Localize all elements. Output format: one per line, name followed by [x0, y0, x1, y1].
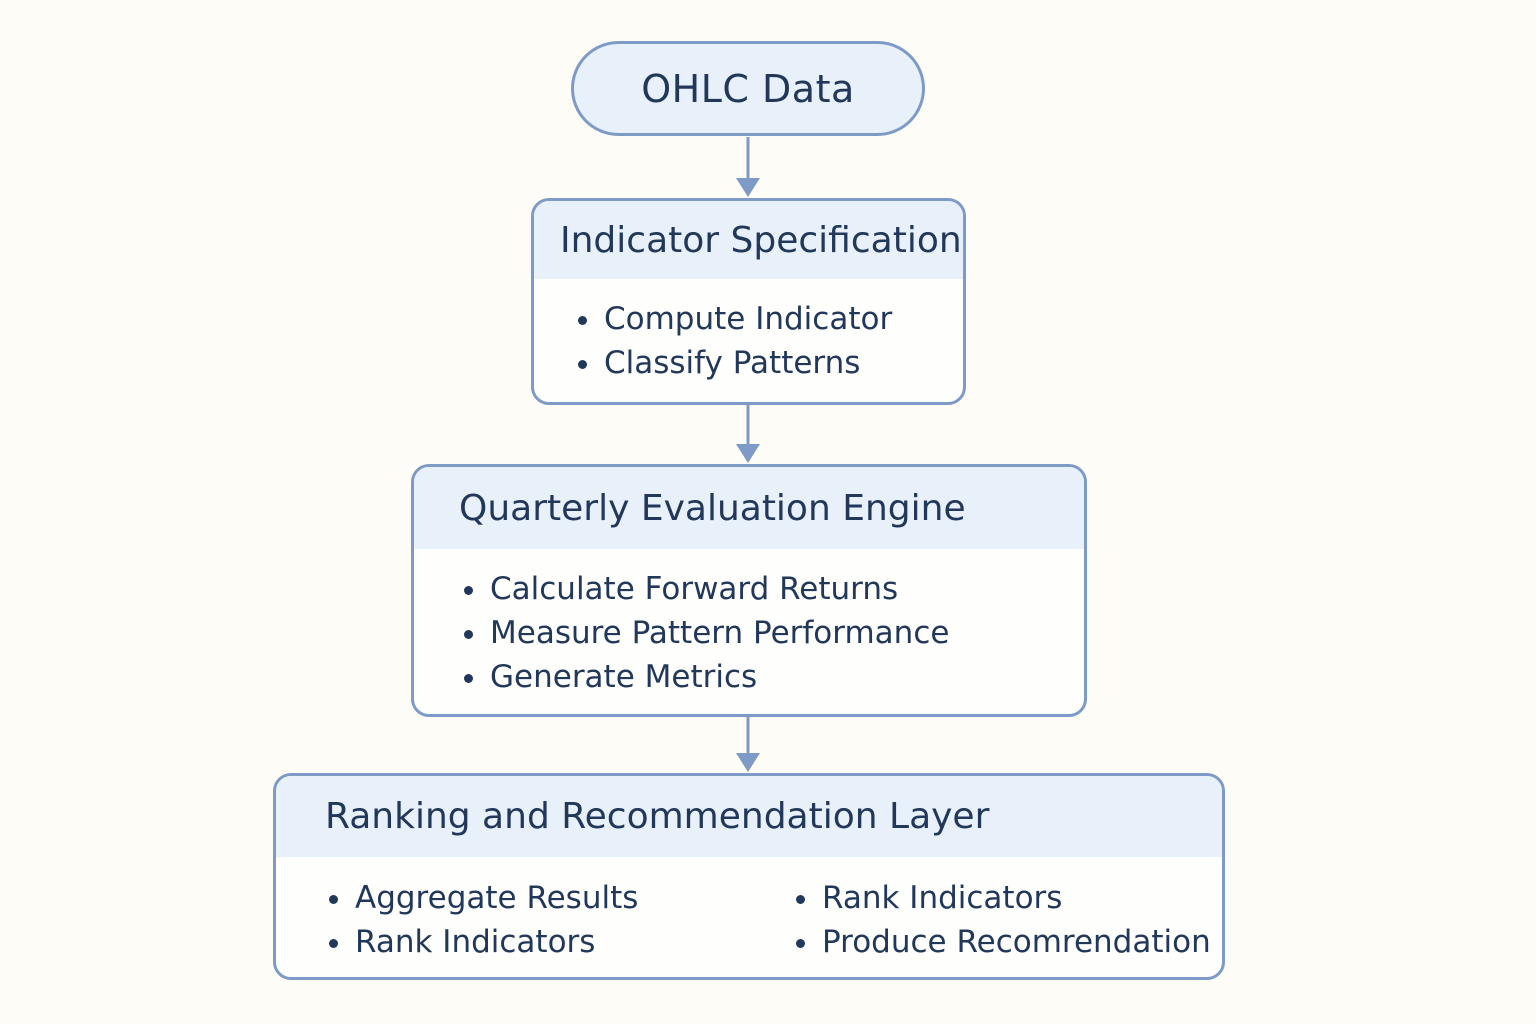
- list-item: Rank Indicators: [796, 876, 1211, 920]
- ranking-recommendation-layer-box: Ranking and Recommendation Layer Aggrega…: [273, 773, 1225, 980]
- ranking-list-left: Aggregate Results Rank Indicators: [329, 876, 638, 964]
- quarterly-evaluation-engine-header: Quarterly Evaluation Engine: [414, 467, 1084, 549]
- ohlc-data-node: OHLC Data: [571, 41, 925, 136]
- quarterly-evaluation-engine-title: Quarterly Evaluation Engine: [459, 487, 966, 529]
- ranking-recommendation-layer-header: Ranking and Recommendation Layer: [276, 776, 1222, 857]
- arrow-eval-to-rank: [736, 717, 760, 772]
- arrow-spec-to-eval: [736, 405, 760, 463]
- list-item: Produce Recomrendation: [796, 920, 1211, 964]
- list-item: Generate Metrics: [464, 655, 949, 699]
- quarterly-evaluation-engine-list: Calculate Forward Returns Measure Patter…: [464, 567, 949, 699]
- list-item: Measure Pattern Performance: [464, 611, 949, 655]
- list-item: Rank Indicators: [329, 920, 638, 964]
- quarterly-evaluation-engine-box: Quarterly Evaluation Engine Calculate Fo…: [411, 464, 1087, 717]
- list-item: Aggregate Results: [329, 876, 638, 920]
- indicator-specification-list: Compute Indicator Classify Patterns: [578, 297, 892, 385]
- ranking-recommendation-layer-title: Ranking and Recommendation Layer: [325, 796, 990, 837]
- arrow-ohlc-to-spec: [736, 137, 760, 197]
- list-item: Calculate Forward Returns: [464, 567, 949, 611]
- indicator-specification-title: Indicator Specification: [560, 219, 962, 261]
- ohlc-data-label: OHLC Data: [641, 66, 855, 111]
- ranking-list-right: Rank Indicators Produce Recomrendation: [796, 876, 1211, 964]
- list-item: Classify Patterns: [578, 341, 892, 385]
- indicator-specification-box: Indicator Specification Compute Indicato…: [531, 198, 966, 405]
- list-item: Compute Indicator: [578, 297, 892, 341]
- indicator-specification-header: Indicator Specification: [534, 201, 963, 279]
